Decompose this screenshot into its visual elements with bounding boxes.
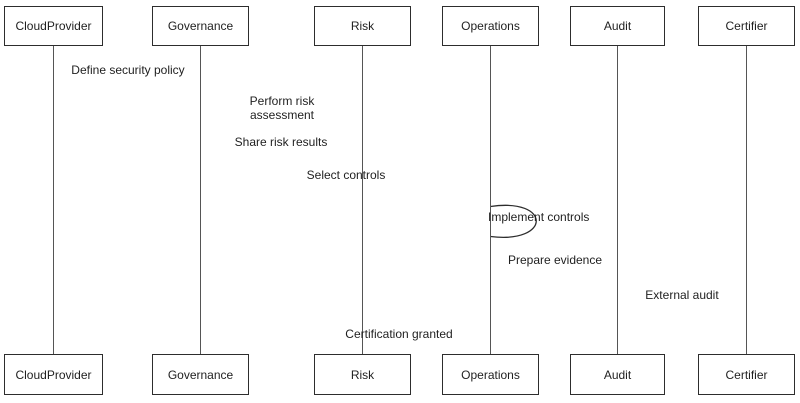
actor-bottom-risk: Risk — [314, 354, 411, 395]
actor-label: Governance — [167, 367, 234, 382]
lifeline-operations — [489, 46, 492, 354]
message-label: Certification granted — [345, 327, 453, 341]
actor-top-governance: Governance — [152, 6, 249, 46]
message-label: Select controls — [306, 168, 386, 182]
message-label: Perform risk assessment — [249, 94, 315, 122]
actor-bottom-cloudprovider: CloudProvider — [4, 354, 103, 395]
actor-label: Audit — [603, 367, 632, 382]
lifeline-audit — [616, 46, 619, 354]
actor-bottom-operations: Operations — [442, 354, 539, 395]
actor-bottom-certifier: Certifier — [698, 354, 795, 395]
lifeline-risk — [361, 46, 364, 354]
actor-label: CloudProvider — [15, 19, 92, 33]
actor-label: Risk — [350, 367, 375, 382]
actor-label: Certifier — [725, 19, 768, 33]
actor-label: Risk — [350, 19, 375, 33]
message-label: Define security policy — [71, 63, 185, 77]
actor-top-risk: Risk — [314, 6, 411, 46]
lifeline-cloudprovider — [52, 46, 55, 354]
actor-label: Governance — [167, 19, 234, 33]
actor-top-certifier: Certifier — [698, 6, 795, 46]
actor-top-operations: Operations — [442, 6, 539, 46]
actor-top-cloudprovider: CloudProvider — [4, 6, 103, 46]
message-label: External audit — [645, 288, 719, 302]
actor-bottom-governance: Governance — [152, 354, 249, 395]
actor-label: Certifier — [725, 367, 768, 382]
actor-label: CloudProvider — [15, 367, 92, 382]
actor-label: Operations — [461, 19, 520, 33]
self-message-label: Implement controls — [488, 210, 590, 224]
message-label: Share risk results — [234, 135, 328, 149]
actor-label: Operations — [461, 367, 520, 382]
actor-top-audit: Audit — [570, 6, 665, 46]
message-label: Prepare evidence — [507, 253, 603, 267]
actor-label: Audit — [603, 19, 632, 33]
actor-bottom-audit: Audit — [570, 354, 665, 395]
lifeline-certifier — [745, 46, 748, 354]
lifeline-governance — [199, 46, 202, 354]
